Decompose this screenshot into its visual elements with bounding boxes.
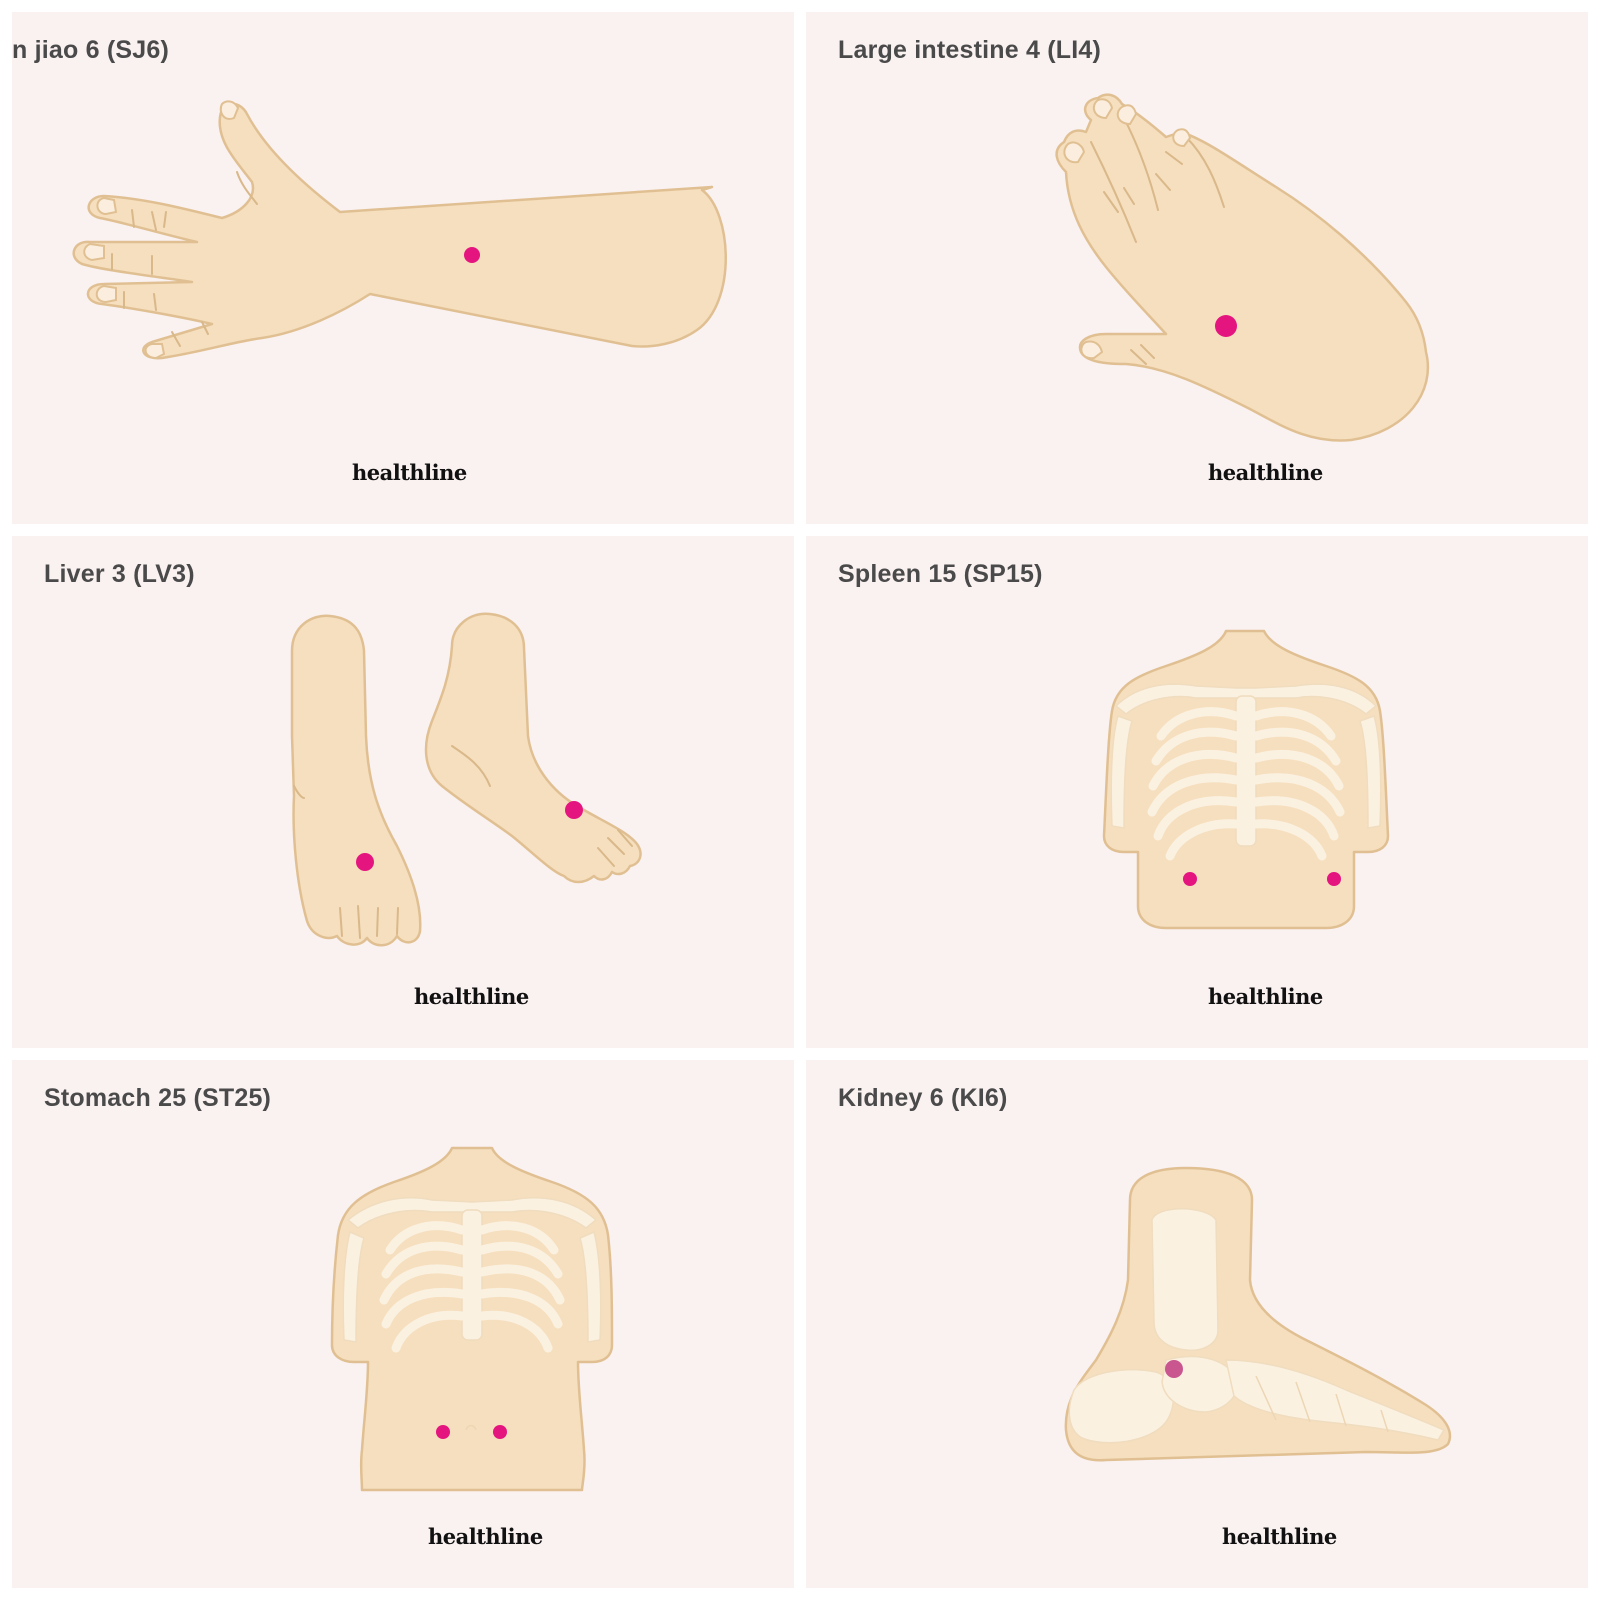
panel-title: Liver 3 (LV3) (44, 560, 195, 588)
panel-lv3: Liver 3 (LV3) healthline (12, 536, 794, 1048)
panel-sp15: Spleen 15 (SP15) healthline (806, 536, 1588, 1048)
panel-title: Stomach 25 (ST25) (44, 1084, 272, 1112)
sp15-left-point-marker (1183, 872, 1197, 886)
panel-title: n jiao 6 (SJ6) (12, 36, 170, 64)
feet-illustration (290, 612, 642, 947)
healthline-logo: healthline (352, 460, 467, 485)
panel-ki6: Kidney 6 (KI6) healthline (806, 1060, 1588, 1588)
st25-left-point-marker (436, 1425, 450, 1439)
foot-side-bones-illustration (1064, 1166, 1452, 1462)
lv3-right-point-marker (565, 801, 583, 819)
healthline-logo: healthline (1222, 1524, 1337, 1549)
healthline-logo: healthline (1208, 460, 1323, 485)
torso-abdomen-illustration (330, 1146, 614, 1492)
torso-ribcage-illustration (1102, 629, 1390, 930)
ki6-point-marker (1165, 1360, 1183, 1378)
st25-right-point-marker (493, 1425, 507, 1439)
healthline-logo: healthline (1208, 984, 1323, 1009)
forearm-hand-illustration (72, 100, 727, 360)
panel-title: Large intestine 4 (LI4) (838, 36, 1101, 64)
panel-st25: Stomach 25 (ST25) healthline (12, 1060, 794, 1588)
panel-sj6: n jiao 6 (SJ6) healthline (12, 12, 794, 524)
sp15-right-point-marker (1327, 872, 1341, 886)
lv3-left-point-marker (356, 853, 374, 871)
panel-title: Kidney 6 (KI6) (838, 1084, 1008, 1112)
hand-back-illustration (1055, 93, 1430, 442)
panel-title: Spleen 15 (SP15) (838, 560, 1043, 588)
sj6-point-marker (464, 247, 480, 263)
healthline-logo: healthline (414, 984, 529, 1009)
panel-li4: Large intestine 4 (LI4) healthline (806, 12, 1588, 524)
healthline-logo: healthline (428, 1524, 543, 1549)
li4-point-marker (1215, 315, 1237, 337)
